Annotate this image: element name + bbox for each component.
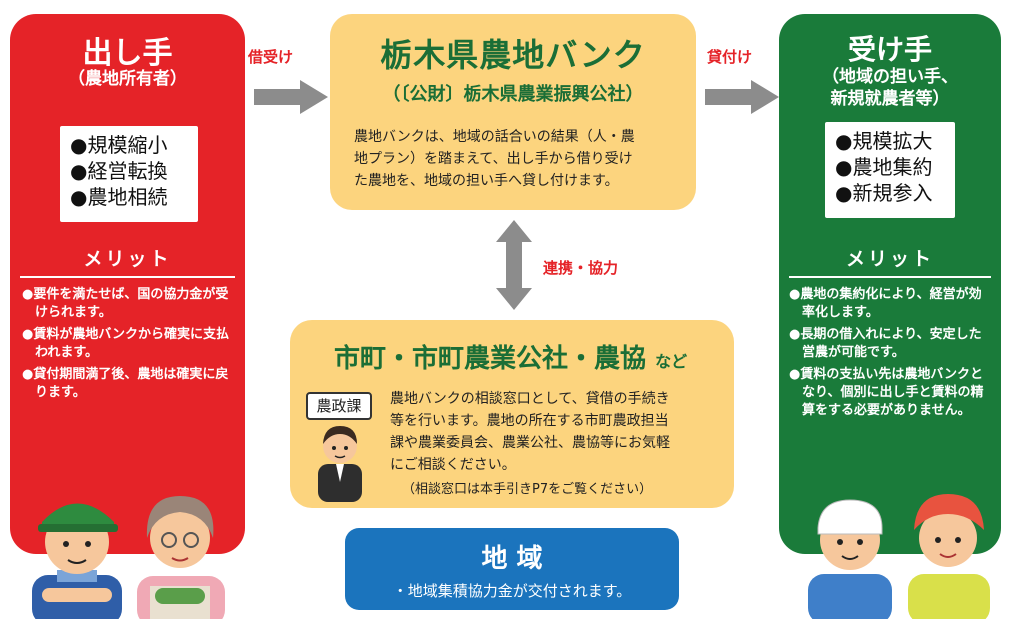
borrower-reason: ●農地集約 (835, 155, 933, 179)
borrower-merit-divider (789, 276, 991, 278)
lend-arrow-icon (705, 80, 779, 114)
bank-description-line: た農地を、地域の担い手へ貸し付けます。 (354, 173, 619, 189)
municipal-box: 市町・市町農業公社・農協 など 農政課 農地バンクの相談窓口として、貸借の手続き… (290, 320, 734, 508)
bank-description-line: 農地バンクは、地域の話合いの結果（人・農 (354, 129, 635, 145)
farmland-bank-box: 栃木県農地バンク （〔公財〕栃木県農業振興公社） 農地バンクは、地域の話合いの結… (330, 14, 696, 210)
region-title: 地 域 (481, 544, 543, 574)
lender-merit-divider (20, 276, 235, 278)
lender-reasons-box: ●規模縮小 ●経営転換 ●農地相続 (60, 126, 198, 222)
borrower-merit-item: ●長期の借入れにより、安定した営農が可能です。 (789, 327, 982, 360)
municipal-note: （相談窓口は本手引きP7をご覧ください） (402, 482, 653, 497)
lend-arrow-label: 貸付け (707, 48, 753, 66)
young-farmer-woman-illustration (908, 494, 990, 619)
cooperation-label: 連携・協力 (543, 259, 619, 277)
lender-merit-item: ●貸付期間満了後、農地は確実に戻ります。 (22, 367, 229, 400)
lender-merit-item: ●要件を満たせば、国の協力金が受けられます。 (22, 287, 229, 320)
bank-description-line: 地プラン）を踏まえて、出し手から借り受け (354, 151, 633, 167)
cooperation-arrow-icon (496, 220, 532, 310)
lender-merit-item: ●賃料が農地バンクから確実に支払われます。 (22, 327, 229, 360)
bank-description: 農地バンクは、地域の話合いの結果（人・農 地プラン）を踏まえて、出し手から借り受… (354, 126, 635, 192)
municipal-title-main: 市町・市町農業公社・農協 (334, 344, 647, 374)
lender-reason: ●農地相続 (70, 185, 168, 209)
lender-subtitle: （農地所有者） (68, 69, 187, 89)
young-farmer-man-illustration (808, 499, 892, 619)
borrower-panel: 受け手 （地域の担い手、 新規就農者等） ●規模拡大 ●農地集約 ●新規参入 メ… (779, 14, 1001, 554)
lender-reason: ●経営転換 (70, 159, 168, 183)
agriculture-division-sign: 農政課 (306, 392, 372, 420)
municipal-description-line: にご相談ください。 (390, 457, 516, 473)
lender-title: 出し手 (82, 36, 173, 71)
lender-panel: 出し手 （農地所有者） ●規模縮小 ●経営転換 ●農地相続 メリット ●要件を満… (10, 14, 245, 554)
municipal-description-line: 農地バンクの相談窓口として、貸借の手続き (390, 391, 670, 407)
lender-merit-list: ●要件を満たせば、国の協力金が受けられます。 ●賃料が農地バンクから確実に支払わ… (22, 286, 234, 406)
borrower-merit-item: ●賃料の支払い先は農地バンクとなり、個別に出し手と賃料の精算をする必要がありませ… (789, 367, 984, 418)
bank-subtitle: （〔公財〕栃木県農業振興公社） (382, 84, 644, 105)
municipal-description-line: 等を行います。農地の所在する市町農政担当 (390, 413, 669, 429)
official-illustration (318, 426, 362, 502)
region-item: ・地域集積協力金が交付されます。 (392, 582, 632, 600)
farmer-man-illustration (32, 503, 122, 619)
borrower-title: 受け手 (847, 33, 932, 66)
borrower-merit-list: ●農地の集約化により、経営が効率化します。 ●長期の借入れにより、安定した営農が… (789, 286, 994, 424)
borrower-reason: ●新規参入 (835, 181, 933, 205)
borrow-arrow-label: 借受け (248, 48, 294, 66)
region-box: 地 域 ・地域集積協力金が交付されます。 (345, 528, 679, 610)
lender-reason: ●規模縮小 (70, 133, 168, 157)
borrow-arrow-icon (254, 80, 328, 114)
municipal-title: 市町・市町農業公社・農協 など (334, 338, 687, 375)
borrower-subtitle-line2: 新規就農者等） (830, 89, 950, 109)
municipal-description: 農地バンクの相談窓口として、貸借の手続き 等を行います。農地の所在する市町農政担… (390, 388, 670, 476)
bank-title: 栃木県農地バンク (380, 36, 646, 74)
borrower-merit-heading: メリット (845, 248, 934, 270)
lender-merit-heading: メリット (83, 248, 172, 270)
municipal-description-line: 課や農業委員会、農業公社、農協等にお気軽 (390, 435, 670, 451)
borrower-subtitle-line1: （地域の担い手、 (822, 67, 958, 87)
borrower-merit-item: ●農地の集約化により、経営が効率化します。 (789, 287, 982, 320)
borrower-reasons-box: ●規模拡大 ●農地集約 ●新規参入 (825, 122, 955, 218)
borrower-reason: ●規模拡大 (835, 129, 933, 153)
municipal-title-suffix: など (655, 352, 688, 371)
farmer-woman-illustration (137, 496, 225, 619)
